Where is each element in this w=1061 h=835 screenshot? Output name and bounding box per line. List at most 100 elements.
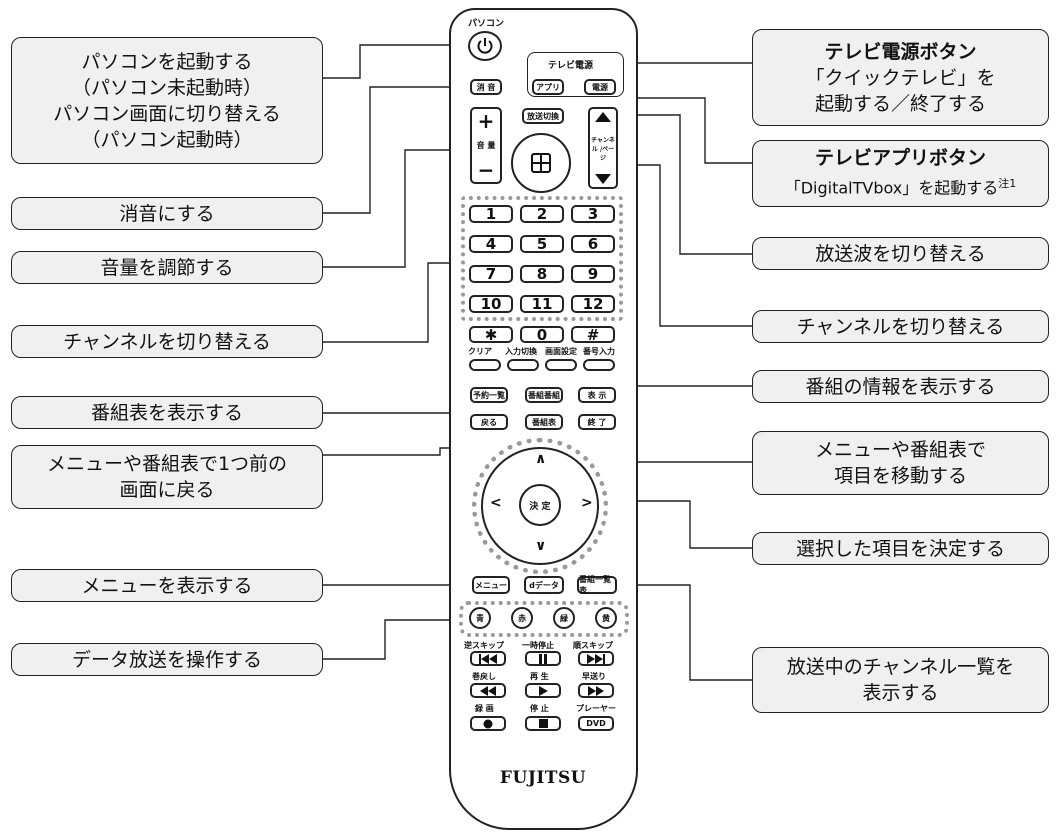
reservation-list-label: 予約一覧 [473,390,505,400]
dvd-button[interactable]: DVD [578,716,614,731]
epg-label: 番組表 [532,417,556,427]
number-4-label: 4 [485,235,497,253]
callout-tv-power-line1: 「クイックテレビ」を [805,66,996,89]
dpad-right[interactable]: > [581,495,593,511]
fast-forward-button[interactable] [578,683,614,698]
number-button-10[interactable]: 10 [469,295,513,313]
play-icon [539,685,548,696]
skip-back-label: 逆スキップ [464,641,504,650]
back-button[interactable]: 戻る [470,414,508,430]
callout-data: データ放送を操作する [11,643,323,676]
callout-tv-power-line2: 起動する／終了する [814,92,986,115]
hash-label: # [586,325,600,344]
channel-list-button[interactable]: 番組一覧表 [577,575,617,595]
rewind-button[interactable] [470,683,506,698]
number-button-5[interactable]: 5 [520,235,564,253]
yellow-label: 黄 [602,613,610,623]
program-button[interactable]: 番組番組 [525,387,563,403]
stop-button[interactable] [525,716,561,731]
menu-label: メニュー [475,580,507,590]
blue-label: 青 [476,613,484,623]
pc-power-button[interactable] [468,31,502,61]
broadcast-switch-button[interactable]: 放送切換 [522,108,564,124]
rewind-icon [480,685,496,696]
dpad-left[interactable]: < [490,495,502,511]
app-button[interactable]: アプリ [532,79,564,95]
mute-button[interactable]: 消 音 [470,79,502,95]
number-button-12[interactable]: 12 [571,295,615,313]
reservation-list-button[interactable]: 予約一覧 [470,387,508,403]
star-button[interactable]: ✱ [469,326,513,344]
skip-back-icon [479,653,497,664]
number-button-7[interactable]: 7 [469,265,513,283]
callout-power-pc-line2: （パソコン未起動時） [71,76,262,99]
epg-button[interactable]: 番組表 [525,414,563,430]
callout-channel-list-line2: 表示する [862,682,939,704]
channel-list-label: 番組一覧表 [579,575,611,595]
callout-channel-list-line1: 放送中のチャンネル一覧を [786,656,1015,678]
color-buttons-dotted-outline [459,601,629,637]
callout-decide-text: 選択した項目を決定する [795,537,1005,560]
tv-power-button[interactable]: 電源 [584,79,616,95]
ok-button[interactable]: 決 定 [519,484,561,526]
number-7-label: 7 [485,265,497,283]
display-button[interactable]: 表 示 [578,387,616,403]
number-button-3[interactable]: 3 [571,205,615,223]
number-button-2[interactable]: 2 [520,205,564,223]
number-11-label: 11 [531,295,553,313]
exit-button[interactable]: 終 了 [578,414,616,430]
record-button[interactable] [470,716,506,731]
channel-page-rocker[interactable]: チャンネル /ページ [588,107,618,189]
yellow-button[interactable]: 黄 [595,607,617,629]
dpad-up[interactable]: ∧ [535,451,547,467]
play-button[interactable] [525,683,561,698]
skip-back-button[interactable] [470,651,506,666]
windows-button[interactable] [511,133,571,193]
number-9-label: 9 [587,265,599,283]
skip-forward-button[interactable] [578,651,614,666]
hash-button[interactable]: # [571,325,615,344]
number-button-6[interactable]: 6 [571,235,615,253]
number-input-button[interactable] [583,359,615,371]
input-switch-button[interactable] [507,359,539,371]
screen-setting-button[interactable] [545,359,577,371]
callout-power-pc: パソコンを起動する （パソコン未起動時） パソコン画面に切り替える （パソコン起… [11,37,323,164]
number-button-9[interactable]: 9 [571,265,615,283]
number-button-4[interactable]: 4 [469,235,513,253]
number-button-8[interactable]: 8 [520,265,564,283]
green-button[interactable]: 緑 [553,607,575,629]
d-data-button[interactable]: dデータ [524,576,564,594]
pause-button[interactable] [525,651,561,666]
blue-button[interactable]: 青 [469,607,491,629]
record-icon [483,719,493,728]
number-input-label: 番号入力 [583,347,615,356]
number-2-label: 2 [536,205,548,223]
player-label: プレーヤー [576,704,616,713]
pc-label: パソコン [468,19,505,29]
clear-button[interactable] [469,359,501,371]
stop-icon [538,719,548,728]
dpad-down[interactable]: ∨ [535,538,547,554]
fast-forward-icon [588,685,604,696]
screen-setting-label: 画面設定 [545,347,577,356]
red-button[interactable]: 赤 [511,607,533,629]
menu-button[interactable]: メニュー [472,576,510,594]
tv-power-frame [527,52,624,97]
app-label: アプリ [536,82,560,92]
number-1-label: 1 [485,205,497,223]
input-switch-label: 入力切換 [505,347,537,356]
callout-mute: 消音にする [11,197,323,230]
volume-rocker[interactable]: + 音 量 − [470,107,502,184]
callout-channel-right-text: チャンネルを切り替える [796,315,1005,338]
callout-power-pc-line4: （パソコン起動時） [81,128,253,151]
fast-forward-label: 早送り [582,672,606,681]
callout-tv-app-desc: 「DigitalTVbox」を起動する [784,178,999,198]
tv-power-label: テレビ電源 [548,61,594,71]
callout-channel-left: チャンネルを切り替える [11,325,323,358]
number-button-1[interactable]: 1 [469,205,513,223]
callout-channel-left-text: チャンネルを切り替える [63,330,271,353]
zero-button[interactable]: 0 [520,326,564,344]
callout-tv-power-title: テレビ電源ボタン [824,40,977,63]
callout-mute-text: 消音にする [119,202,215,225]
number-button-11[interactable]: 11 [520,295,564,313]
